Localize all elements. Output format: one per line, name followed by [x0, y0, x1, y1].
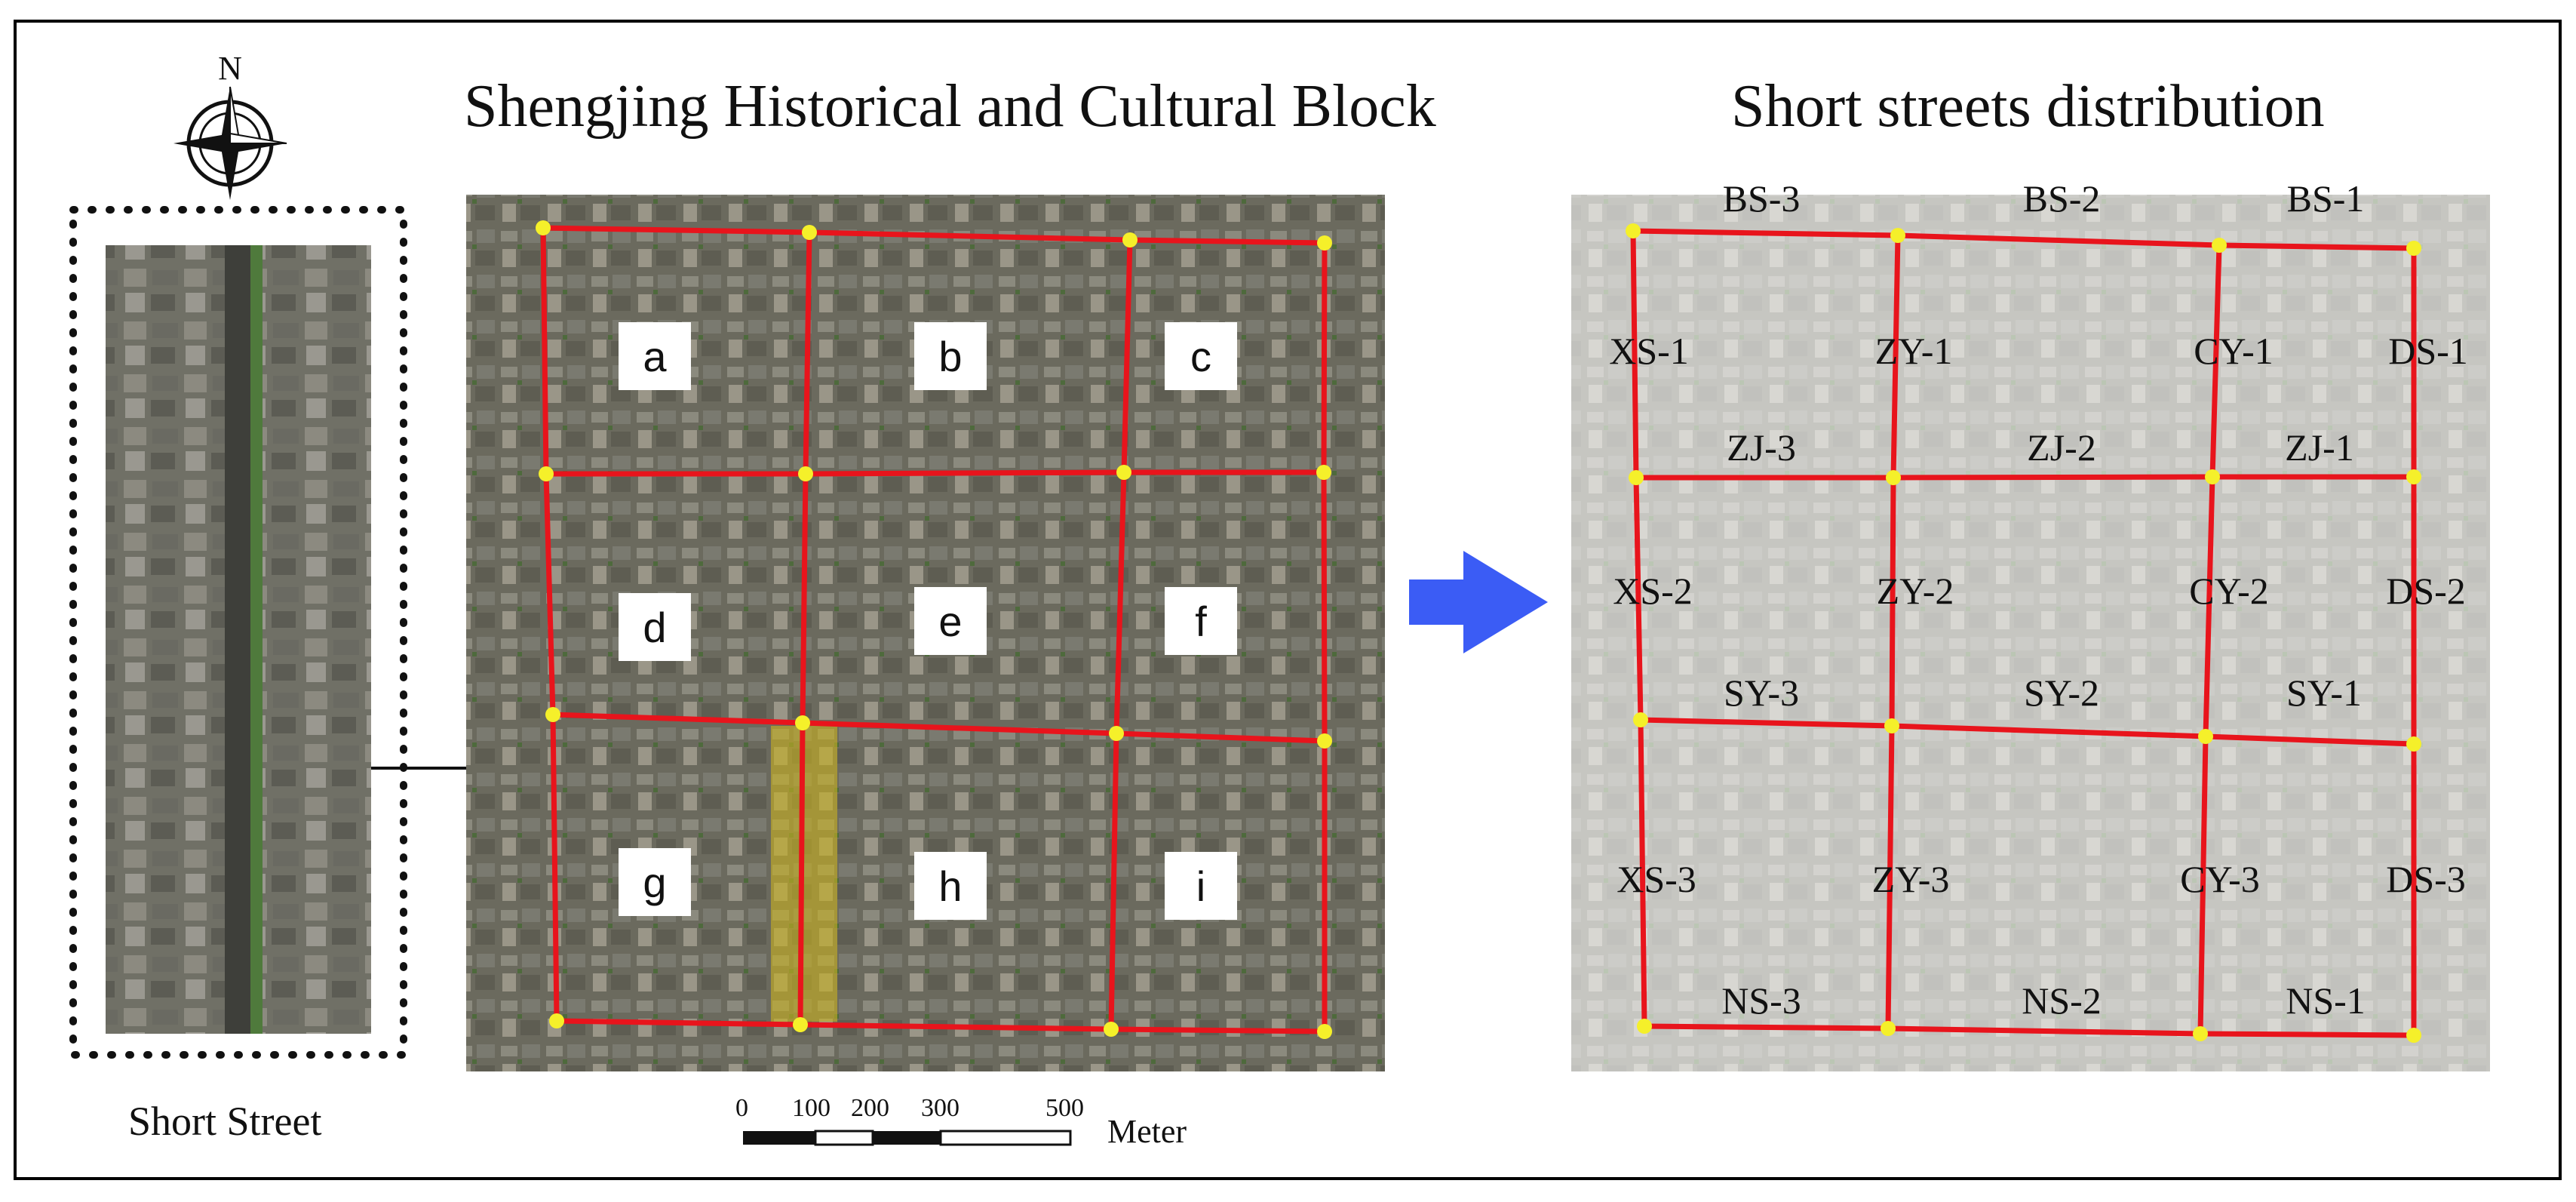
block-label-i: i	[1165, 852, 1237, 920]
street-label-xs-2: XS-2	[1613, 570, 1693, 612]
block-label-e: e	[914, 587, 987, 655]
street-label-cy-3: CY-3	[2180, 858, 2260, 900]
map-title: Shengjing Historical and Cultural Block	[464, 73, 1436, 140]
street-label-cy-2: CY-2	[2189, 570, 2269, 612]
distribution-map-fade	[1571, 195, 2490, 1071]
street-label-sy-3: SY-3	[1723, 672, 1800, 714]
street-label-xs-3: XS-3	[1617, 858, 1696, 900]
street-label-bs-1: BS-1	[2286, 177, 2365, 220]
short-street-inset-border	[69, 206, 407, 1059]
street-label-zj-3: ZJ-3	[1727, 426, 1796, 469]
street-label-ds-3: DS-3	[2386, 858, 2466, 900]
short-street-caption: Short Street	[128, 1099, 322, 1144]
street-label-zj-1: ZJ-1	[2285, 426, 2354, 469]
scale-bar	[743, 1130, 1072, 1146]
block-street-network	[540, 225, 1328, 1034]
street-label-zy-3: ZY-3	[1871, 858, 1950, 900]
street-label-sy-2: SY-2	[2023, 672, 2100, 714]
street-label-sy-1: SY-1	[2286, 672, 2363, 714]
right-arrow-icon	[1409, 551, 1548, 653]
street-label-bs-2: BS-2	[2022, 177, 2101, 220]
street-label-zj-2: ZJ-2	[2027, 426, 2096, 469]
block-label-g: g	[619, 848, 691, 916]
street-label-ds-1: DS-1	[2388, 330, 2468, 372]
street-label-ds-2: DS-2	[2386, 570, 2466, 612]
scale-tick-500: 500	[1045, 1094, 1084, 1122]
distribution-title: Short streets distribution	[1731, 73, 2325, 140]
street-label-bs-3: BS-3	[1722, 177, 1801, 220]
street-label-ns-2: NS-2	[2022, 979, 2102, 1022]
distribution-intersections	[1626, 223, 2421, 1043]
scale-unit-label: Meter	[1107, 1113, 1187, 1150]
street-label-zy-2: ZY-2	[1876, 570, 1954, 612]
scale-tick-200: 200	[851, 1094, 889, 1122]
figure-frame	[14, 20, 2562, 1180]
scale-tick-100: 100	[792, 1094, 831, 1122]
block-intersections	[536, 220, 1332, 1039]
scale-tick-0: 0	[735, 1094, 748, 1122]
compass-icon	[173, 86, 287, 200]
street-label-ns-1: NS-1	[2286, 979, 2366, 1022]
block-label-c: c	[1165, 322, 1237, 390]
block-label-f: f	[1165, 587, 1237, 655]
scale-tick-300: 300	[921, 1094, 959, 1122]
block-label-h: h	[914, 852, 987, 920]
distribution-street-network	[1630, 228, 2417, 1038]
block-label-b: b	[914, 322, 987, 390]
street-label-xs-1: XS-1	[1609, 330, 1689, 372]
street-label-zy-1: ZY-1	[1874, 330, 1953, 372]
compass-north-label: N	[218, 50, 242, 87]
short-street-trees	[250, 245, 263, 1034]
street-label-ns-3: NS-3	[1721, 979, 1801, 1022]
block-label-d: d	[619, 593, 691, 661]
street-label-cy-1: CY-1	[2194, 330, 2274, 372]
block-label-a: a	[619, 322, 691, 390]
short-street-road	[225, 245, 250, 1034]
